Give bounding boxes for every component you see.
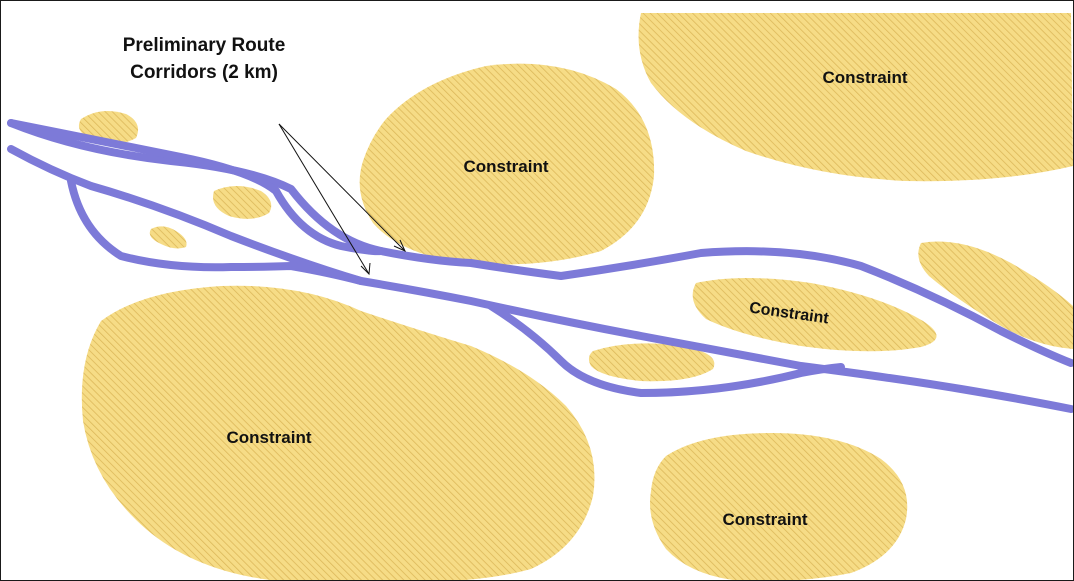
- route-corridor-branch-upper: [7, 119, 385, 256]
- route-corridors: [7, 119, 1073, 413]
- corridor-annotation-line1: Preliminary Route: [122, 35, 286, 56]
- constraint-area-small-a: [78, 110, 139, 144]
- constraint-area-small-c: [149, 226, 187, 249]
- constraint-area-top-right: [638, 13, 1073, 182]
- constraint-area-top-center: [359, 63, 655, 265]
- constraint-area-bottom-left: [81, 285, 595, 580]
- constraint-area-far-right: [918, 241, 1073, 349]
- constraint-label-top-center: Constraint: [464, 157, 549, 176]
- constraint-label-bottom-left: Constraint: [227, 428, 312, 447]
- constraint-area-bottom-center: [650, 433, 908, 580]
- pointer-arrow-south: [278, 123, 370, 275]
- constraint-label-bottom-center: Constraint: [723, 510, 808, 529]
- pointer-arrow-north: [278, 123, 406, 252]
- route-corridor-branch-south: [487, 302, 845, 397]
- arrowhead-north-icon: [393, 239, 407, 253]
- route-corridor-branch-west: [67, 177, 365, 285]
- constraint-areas: [78, 13, 1073, 580]
- constraint-label-top-right: Constraint: [823, 68, 908, 87]
- corridor-annotation-line2: Corridors (2 km): [130, 62, 278, 83]
- constraint-area-middle-right: [692, 278, 937, 352]
- constraint-labels: Constraint Constraint Constraint Constra…: [227, 68, 908, 529]
- constraint-area-small-b: [213, 186, 272, 219]
- arrowhead-south-icon: [360, 262, 371, 276]
- corridor-annotation: Preliminary Route Corridors (2 km): [79, 32, 329, 86]
- pointer-arrows: [278, 123, 407, 276]
- constraint-area-small-center: [588, 343, 715, 382]
